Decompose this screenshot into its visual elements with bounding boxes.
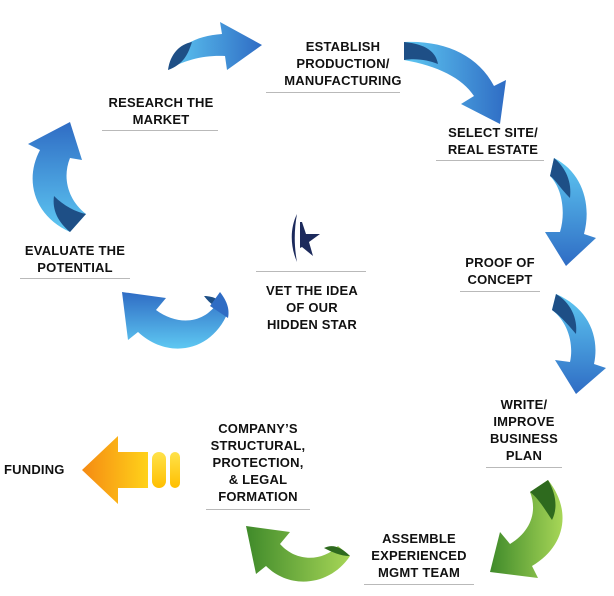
underline-proof	[460, 291, 540, 292]
underline-select-site	[436, 160, 544, 161]
funding-label: FUNDING	[4, 462, 65, 477]
cycle-arrow-left-middle	[122, 292, 229, 349]
step-select-site: SELECT SITE/ REAL ESTATE	[447, 125, 539, 157]
cycle-arrow-right-upper	[545, 158, 596, 266]
underline-assemble	[364, 584, 474, 585]
cycle-arrow-left-upper	[28, 122, 86, 232]
underline-research	[102, 130, 218, 131]
underline-company	[206, 509, 310, 510]
cycle-arrow-bottom-left	[246, 526, 350, 582]
underline-write	[486, 467, 562, 468]
center-vet-idea: VET THE IDEA OF OUR HIDDEN STAR	[266, 283, 358, 332]
cycle-arrow-right-lower	[552, 294, 606, 394]
underline-evaluate	[20, 278, 130, 279]
step-company-formation: COMPANY’S STRUCTURAL, PROTECTION, & LEGA…	[210, 421, 306, 504]
step-evaluate-potential: EVALUATE THE POTENTIAL	[24, 243, 126, 275]
underline-establish	[266, 92, 400, 93]
cycle-arrow-top	[168, 22, 262, 70]
cycle-arrow-bottom-right	[490, 480, 563, 578]
cycle-arrow-top-right	[404, 41, 506, 124]
funding-arrow	[82, 436, 180, 504]
step-proof-of-concept: PROOF OF CONCEPT	[465, 255, 535, 287]
star-logo-icon	[291, 214, 320, 262]
center-rule	[256, 271, 366, 272]
step-research-market: RESEARCH THE MARKET	[108, 95, 214, 127]
step-assemble-team: ASSEMBLE EXPERIENCED MGMT TEAM	[371, 531, 467, 580]
step-write-business-plan: WRITE/ IMPROVE BUSINESS PLAN	[489, 397, 559, 463]
step-establish-production: ESTABLISH PRODUCTION/ MANUFACTURING	[284, 39, 402, 88]
